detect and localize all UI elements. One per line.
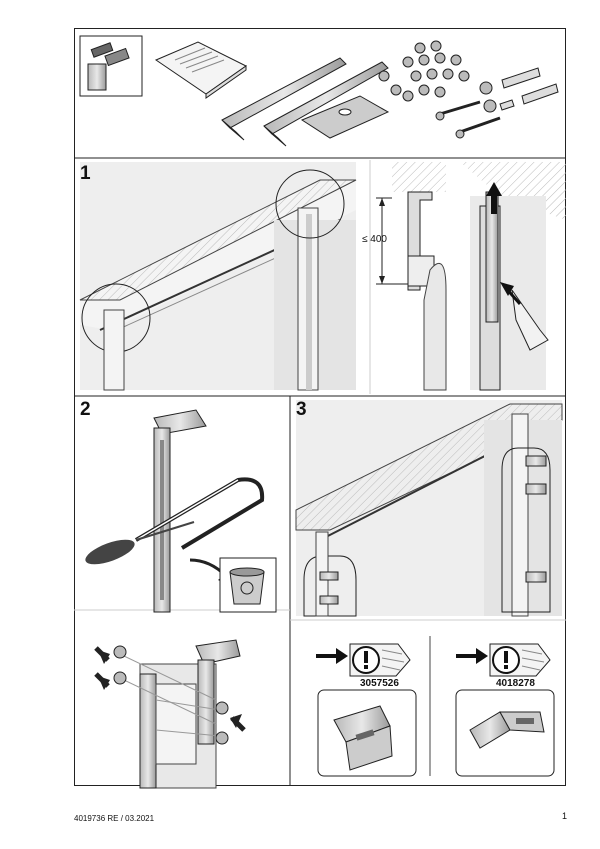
- step-number-2: 2: [80, 399, 91, 420]
- part-number-2: 4018278: [496, 678, 535, 689]
- page-frame: [74, 28, 566, 786]
- dimension-label: ≤ 400: [362, 234, 387, 245]
- step-3-illustration: [295, 400, 563, 617]
- step-number-1: 1: [80, 163, 91, 184]
- part-number-1: 3057526: [360, 678, 399, 689]
- step-number-3: 3: [296, 399, 307, 420]
- kit-overview: [79, 35, 559, 147]
- part-3057526: [316, 643, 417, 777]
- document-code: 4019736 RE / 03.2021: [74, 814, 155, 823]
- step-2-illustration: [85, 409, 277, 789]
- step-1-illustration: [79, 162, 566, 391]
- part-4018278: [455, 643, 555, 777]
- page-number: 1: [562, 811, 568, 821]
